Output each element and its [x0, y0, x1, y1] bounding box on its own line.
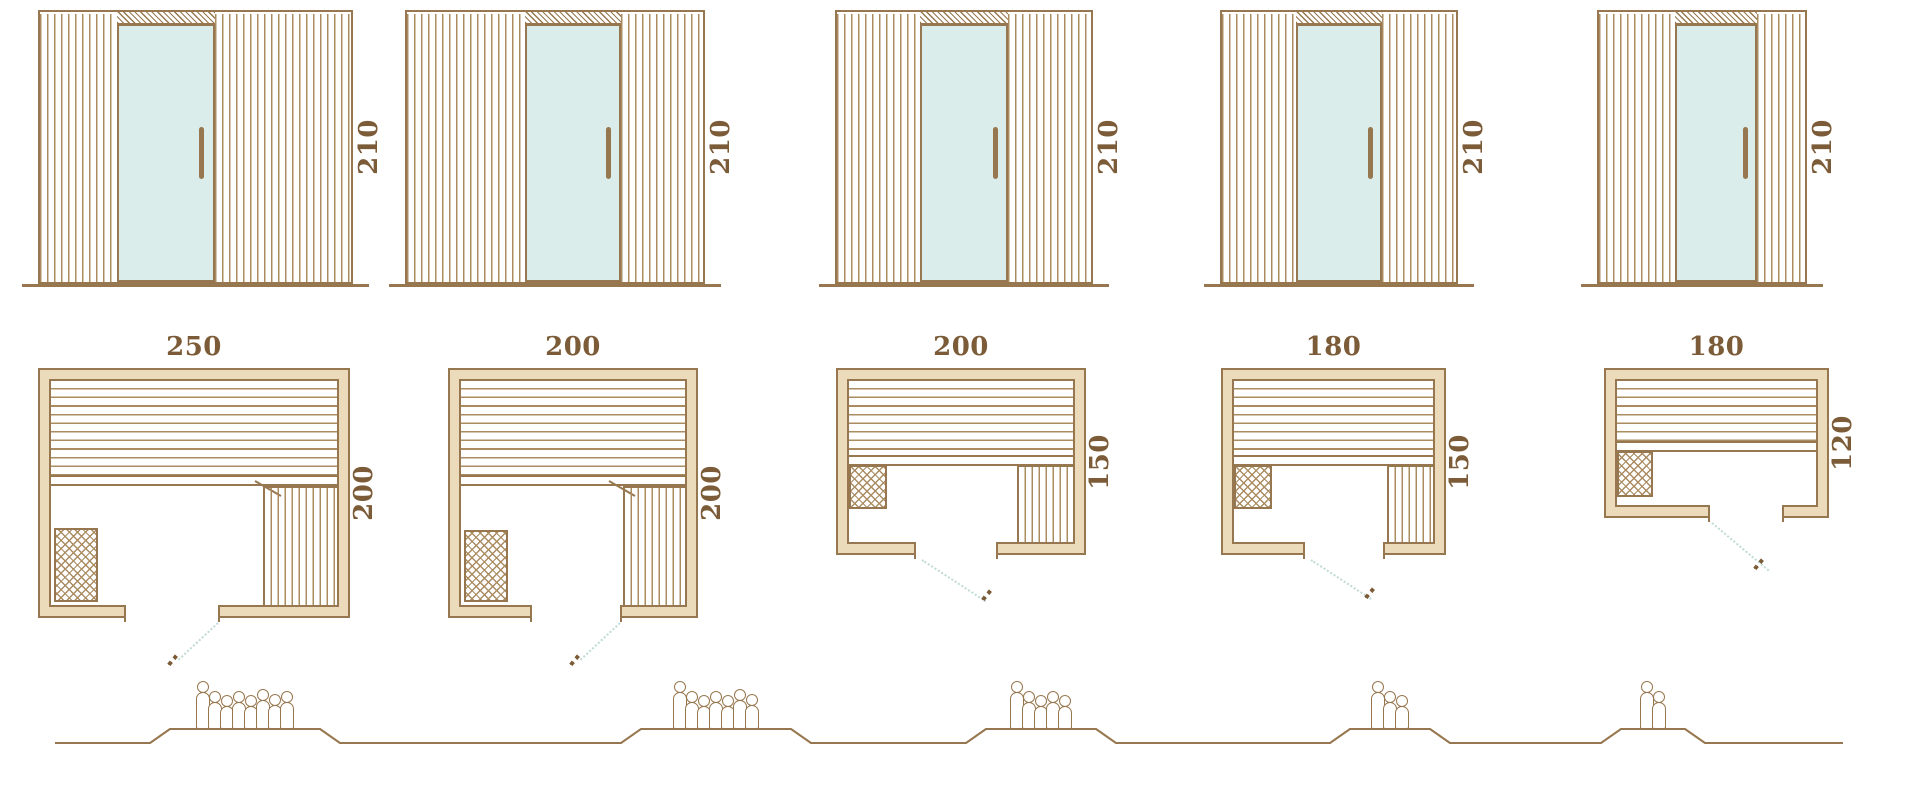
- door-handle-icon: [1742, 127, 1748, 179]
- height-dimension-label: 210: [1459, 119, 1489, 175]
- back-bench: [51, 381, 337, 477]
- heater: [1234, 465, 1272, 509]
- door-swing-line: [921, 559, 987, 603]
- sauna-cabin-front: [1597, 10, 1807, 284]
- depth-dimension-label: 120: [1828, 415, 1858, 471]
- glass-door: [1296, 24, 1382, 282]
- sauna-cabin-front: [405, 10, 705, 284]
- width-dimension-label: 180: [1688, 332, 1745, 362]
- floor-plan-4: 180 150: [1221, 332, 1475, 601]
- height-dimension-label: 210: [706, 119, 736, 175]
- bench-edge: [849, 457, 1073, 466]
- floor-plan-5: 180 120: [1604, 332, 1858, 572]
- width-dimension-label: 250: [166, 332, 222, 362]
- width-dimension-label: 200: [933, 332, 989, 362]
- height-dimension-label: 210: [1808, 119, 1838, 175]
- floor-plan-3: 200 150: [836, 332, 1115, 603]
- wood-slat-panel-left: [1222, 14, 1296, 282]
- vent-grille-icon: [1675, 12, 1757, 24]
- bench-edge: [51, 477, 337, 486]
- bench-edge: [1234, 457, 1433, 466]
- wood-slat-panel-left: [1599, 14, 1675, 282]
- heater: [54, 528, 98, 602]
- floor-plan-2: 200 200: [448, 332, 727, 668]
- door-swing-line: [1310, 559, 1372, 601]
- sauna-room: [1232, 379, 1435, 544]
- ground-line: [1581, 284, 1823, 287]
- door-swing-tick-icon: [567, 654, 581, 668]
- front-elevation-1: 210: [22, 10, 384, 287]
- back-bench: [849, 381, 1073, 457]
- ground-line: [389, 284, 721, 287]
- glass-door: [920, 24, 1008, 282]
- wood-slat-panel-right: [1382, 14, 1456, 282]
- sauna-cabin-front: [835, 10, 1093, 284]
- width-dimension-label: 200: [545, 332, 601, 362]
- front-elevation-4: 210: [1204, 10, 1489, 287]
- door-handle-icon: [605, 127, 611, 179]
- wood-slat-panel-left: [40, 14, 117, 282]
- wood-slat-panel-left: [407, 14, 525, 282]
- glass-door: [1675, 24, 1757, 282]
- door-swing-line: [579, 622, 621, 661]
- door-handle-icon: [993, 127, 999, 179]
- depth-dimension-label: 200: [349, 465, 379, 521]
- door-opening: [530, 605, 622, 622]
- heater: [1617, 451, 1653, 497]
- front-elevation-3: 210: [819, 10, 1124, 287]
- door-swing-line: [177, 622, 219, 661]
- front-elevation-5: 210: [1581, 10, 1838, 287]
- glass-door: [116, 24, 215, 282]
- vent-grille-icon: [525, 12, 621, 24]
- sauna-cabin-front: [1220, 10, 1458, 284]
- wood-slat-panel-right: [214, 14, 351, 282]
- side-bench: [1387, 465, 1433, 542]
- sauna-cabin-front: [38, 10, 353, 284]
- width-dimension-label: 180: [1305, 332, 1362, 362]
- depth-dimension-label: 200: [697, 465, 727, 521]
- door-opening: [1303, 542, 1385, 559]
- capacity-ground-line: [55, 728, 1843, 744]
- vent-grille-icon: [920, 12, 1008, 24]
- back-bench: [461, 381, 685, 477]
- side-bench: [263, 486, 337, 605]
- side-bench: [1017, 465, 1073, 542]
- sauna-room: [1615, 379, 1818, 507]
- vent-grille-icon: [1296, 12, 1382, 24]
- depth-dimension-label: 150: [1445, 433, 1475, 490]
- bench-edge: [461, 477, 685, 486]
- door-handle-icon: [199, 127, 205, 179]
- back-bench: [1617, 381, 1816, 443]
- glass-door: [525, 24, 621, 282]
- wood-slat-panel-right: [1008, 14, 1091, 282]
- door-opening: [1708, 505, 1784, 522]
- height-dimension-label: 210: [1094, 119, 1124, 175]
- front-elevation-2: 210: [389, 10, 736, 287]
- ground-line: [819, 284, 1109, 287]
- bench-edge: [1617, 443, 1816, 452]
- sauna-room: [847, 379, 1075, 544]
- wood-slat-panel-right: [1757, 14, 1805, 282]
- door-opening: [914, 542, 998, 559]
- heater: [464, 530, 508, 602]
- height-dimension-label: 210: [354, 119, 384, 175]
- heater: [849, 465, 887, 509]
- door-opening: [124, 605, 220, 622]
- sauna-room: [49, 379, 339, 607]
- door-swing-tick-icon: [165, 654, 179, 668]
- floor-plan-1: 250 200: [38, 332, 379, 668]
- sauna-room: [459, 379, 687, 607]
- vent-grille-icon: [116, 12, 215, 24]
- side-bench: [623, 486, 685, 605]
- back-bench: [1234, 381, 1433, 457]
- wood-slat-panel-right: [621, 14, 703, 282]
- wood-slat-panel-left: [837, 14, 920, 282]
- door-handle-icon: [1367, 127, 1373, 179]
- depth-dimension-label: 150: [1085, 433, 1115, 490]
- ground-line: [22, 284, 369, 287]
- ground-line: [1204, 284, 1474, 287]
